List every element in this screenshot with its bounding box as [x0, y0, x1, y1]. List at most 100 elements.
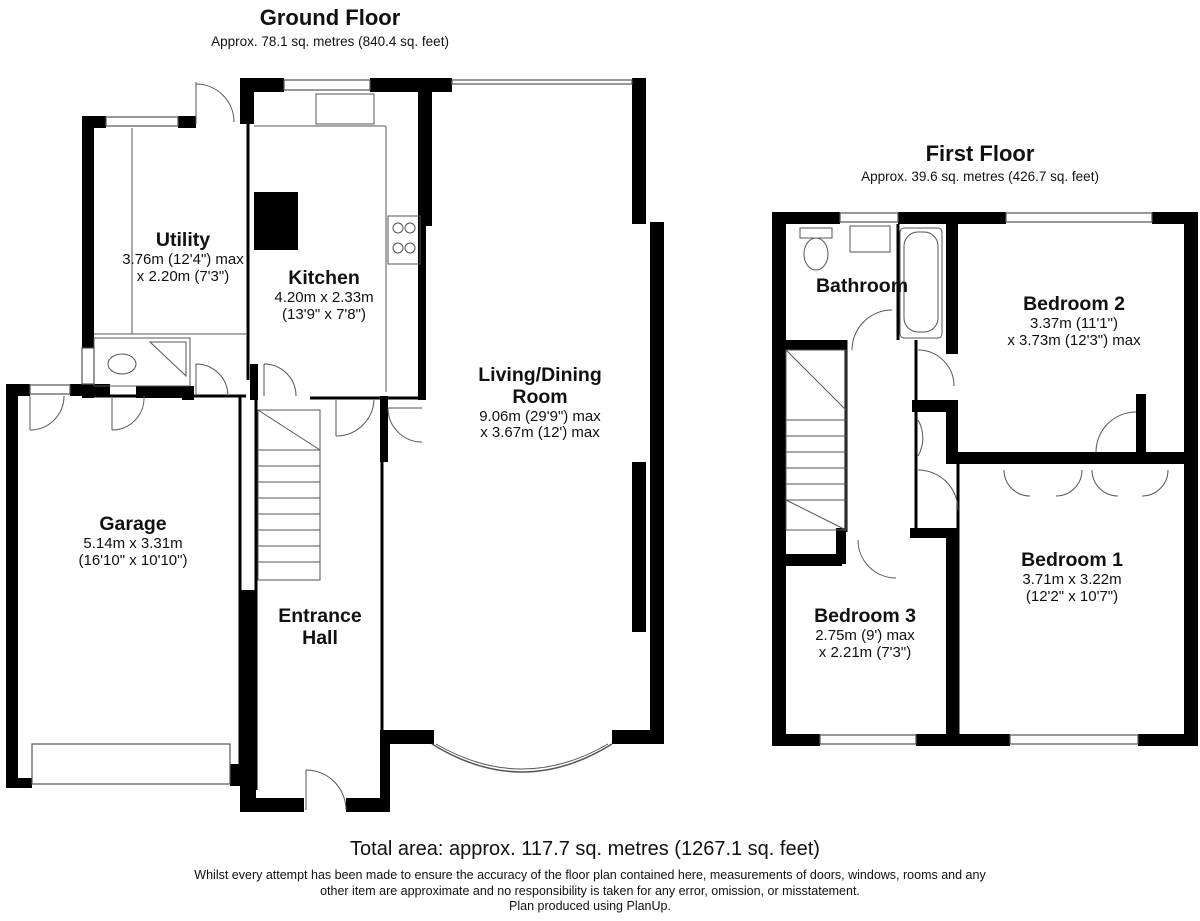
hall-living-door [387, 407, 423, 443]
hall-right-wall [380, 730, 390, 812]
living-label: Living/Dining Room 9.06m (29'9") max x 3… [440, 364, 640, 442]
disclaimer-line-2: other item are approximate and no respon… [320, 883, 860, 898]
bedroom1-window [1009, 734, 1139, 745]
toilet-cistern [799, 227, 833, 239]
wc-toilet [107, 353, 137, 375]
living-chimney [632, 462, 646, 632]
ground-floor-stairs [257, 409, 321, 581]
ff-outer-bottom-right [1138, 734, 1198, 746]
kitchen-dims-2: (13'9" x 7'8") [282, 305, 366, 323]
utility-label: Utility 3.76m (12'4") max x 2.20m (7'3") [90, 229, 276, 285]
bedroom2-door [917, 349, 955, 387]
hall-kitchen-door [263, 363, 297, 397]
bathroom-fittings [799, 225, 943, 339]
wc-fittings [93, 337, 191, 387]
ground-floor-doors [29, 82, 423, 811]
ground-floor-windows [29, 79, 633, 785]
living-patio-window [451, 79, 633, 85]
utility-left-wall [82, 116, 94, 398]
living-bay-window [431, 743, 613, 773]
kitchen-dims-1: 4.20m x 2.33m [274, 288, 374, 306]
living-name-2: Room [512, 385, 568, 408]
hob [387, 215, 421, 265]
bath [899, 227, 943, 339]
bedroom1-dims-2: (12'2" x 10'7") [1025, 587, 1119, 605]
first-floor-title: First Floor [925, 141, 1035, 166]
living-top-wall [430, 78, 452, 92]
hall-wall-top [250, 364, 258, 400]
bedroom1-door [917, 469, 959, 511]
utility-side-window [81, 347, 95, 385]
ground-floor-thin-walls [94, 92, 426, 790]
living-name-1: Living/Dining [478, 364, 602, 386]
kitchen-name: Kitchen [288, 267, 360, 289]
garage-bottom-wall-left [6, 778, 32, 788]
ff-outer-left [772, 212, 786, 746]
first-floor-walls [772, 212, 1198, 746]
bedroom2-cupboard-door [1095, 411, 1137, 453]
bedroom2-label: Bedroom 2 3.37m (11'1") x 3.73m (12'3") … [966, 293, 1182, 349]
utility-dims-1: 3.76m (12'4") max [122, 250, 244, 268]
utility-external-door [195, 82, 235, 124]
garage-top-wall [6, 384, 30, 396]
first-floor-doors [851, 309, 1169, 579]
garage-side-window [29, 384, 71, 395]
bathroom-door [851, 309, 893, 351]
bedroom1-dims-1: 3.71m x 3.22m [1022, 570, 1122, 588]
bathroom-name: Bathroom [815, 275, 909, 297]
bedroom2-window [1005, 212, 1153, 223]
hall-name-2: Hall [302, 626, 338, 649]
bedroom3-right-wall [946, 528, 958, 734]
landing-cupboard-door [917, 419, 924, 457]
bedroom3-dims-2: x 2.21m (7'3") [818, 643, 912, 661]
first-floor-plan [772, 212, 1198, 746]
wc-room [93, 337, 191, 387]
kitchen-left-stub [240, 78, 254, 124]
ff-outer-bottom-mid [916, 734, 1010, 746]
hall-left-wall [240, 590, 256, 810]
ff-outer-top-mid [898, 212, 1006, 224]
first-floor-stairs [785, 349, 847, 531]
garage-name: Garage [99, 513, 167, 535]
living-bottom-right-wall [612, 730, 664, 744]
bedroom3-window [819, 734, 917, 745]
garage-door [31, 743, 231, 785]
ground-floor-area: Approx. 78.1 sq. metres (840.4 sq. feet) [211, 34, 449, 49]
bedroom2-wall-stub [1136, 394, 1146, 452]
ff-outer-right [1184, 212, 1198, 746]
ground-floor-plan [6, 78, 664, 812]
ground-floor-walls [6, 78, 664, 812]
landing-wall [910, 528, 958, 538]
utility-window [105, 116, 179, 127]
chimney-breast [254, 192, 298, 250]
hall-right-inner [380, 396, 388, 462]
living-bottom-left-wall [380, 730, 434, 744]
bathroom-window [839, 212, 899, 223]
kitchen-top-wall-right [370, 78, 430, 92]
first-floor-windows [819, 212, 1153, 745]
bathroom-bottom-wall [786, 340, 846, 350]
hall-label: Entrance Hall [258, 605, 382, 650]
utility-top-wall-right [178, 116, 196, 128]
bedroom1-name: Bedroom 1 [1021, 549, 1123, 571]
total-area: Total area: approx. 117.7 sq. metres (12… [350, 838, 820, 860]
bedroom3-label: Bedroom 3 2.75m (9') max x 2.21m (7'3") [790, 605, 940, 661]
stairs-outline [257, 409, 321, 581]
landing-right-wall [912, 400, 952, 412]
kitchen-window [283, 79, 371, 91]
bedroom1-wardrobe-left [1003, 469, 1083, 497]
front-door [305, 769, 347, 811]
living-right-lower-wall [650, 222, 664, 744]
living-dims-2: x 3.67m (12') max [480, 424, 600, 442]
garage-side-door [29, 395, 65, 431]
bedroom2-left-lower [946, 400, 958, 460]
ground-floor-title: Ground Floor [259, 5, 401, 30]
garage-label: Garage 5.14m x 3.31m (16'10" x 10'10") [40, 513, 226, 569]
garage-dims-1: 5.14m x 3.31m [83, 534, 183, 552]
garage-left-wall [6, 384, 18, 786]
utility-top-wall-left [82, 116, 106, 128]
bedroom2-bottom-wall [946, 452, 1184, 464]
bathroom-right-wall [946, 224, 958, 354]
first-floor-area: Approx. 39.6 sq. metres (426.7 sq. feet) [861, 169, 1099, 184]
kitchen-fittings [94, 93, 421, 392]
